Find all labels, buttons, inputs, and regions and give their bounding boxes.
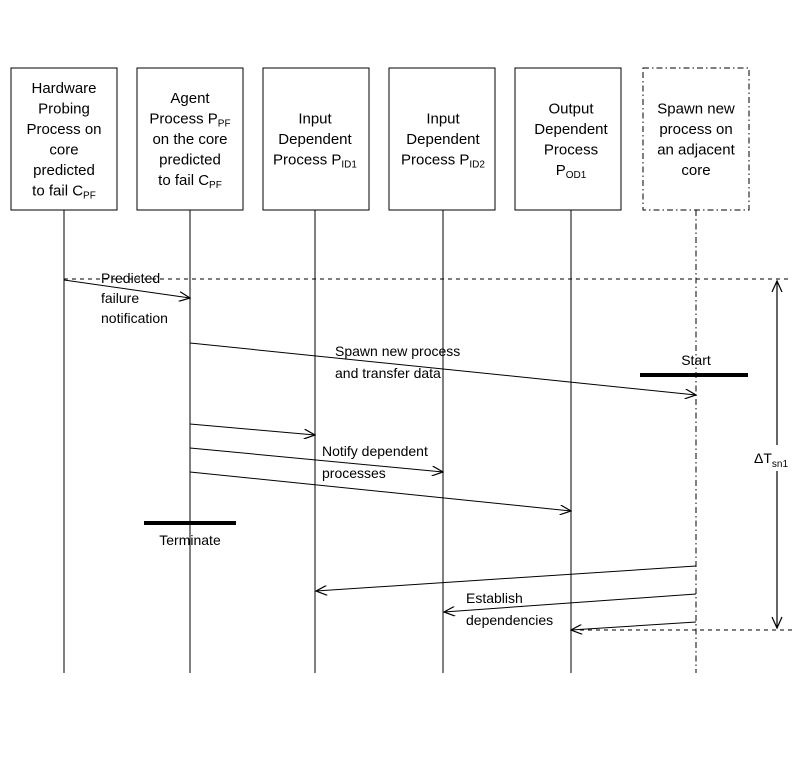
msg-label-establish: Establish dependencies	[466, 590, 553, 628]
msg-establish-pid2	[444, 593, 697, 612]
msg-notify-pod1	[189, 471, 571, 511]
msg-spawn-transfer	[189, 342, 696, 395]
start-label: Start	[681, 352, 711, 368]
msg-label-spawn-transfer: Spawn new process and transfer data	[335, 343, 464, 381]
msg-establish-pid1	[316, 565, 697, 591]
interval-label: ΔTsn1	[754, 450, 788, 470]
msg-label-notify: Notify dependent processes	[322, 443, 432, 481]
participant-box-spawn	[642, 67, 750, 211]
msg-notify-pid1	[189, 423, 315, 435]
msg-establish-pod1	[571, 621, 697, 630]
msg-label-predicted-failure: Predicted failure notification	[101, 270, 168, 326]
participant-box-cpf	[10, 67, 118, 211]
terminate-label: Terminate	[159, 532, 221, 548]
participant-box-agent	[136, 67, 244, 211]
interval-arrow-bottom-head	[771, 616, 783, 630]
participant-box-pod1	[514, 67, 622, 211]
participant-box-pid1	[262, 67, 370, 211]
interval-arrow-top-head	[771, 279, 783, 293]
msg-notify-pid2	[189, 447, 443, 472]
msg-predicted-failure	[63, 279, 190, 298]
participant-box-pid2	[388, 67, 496, 211]
